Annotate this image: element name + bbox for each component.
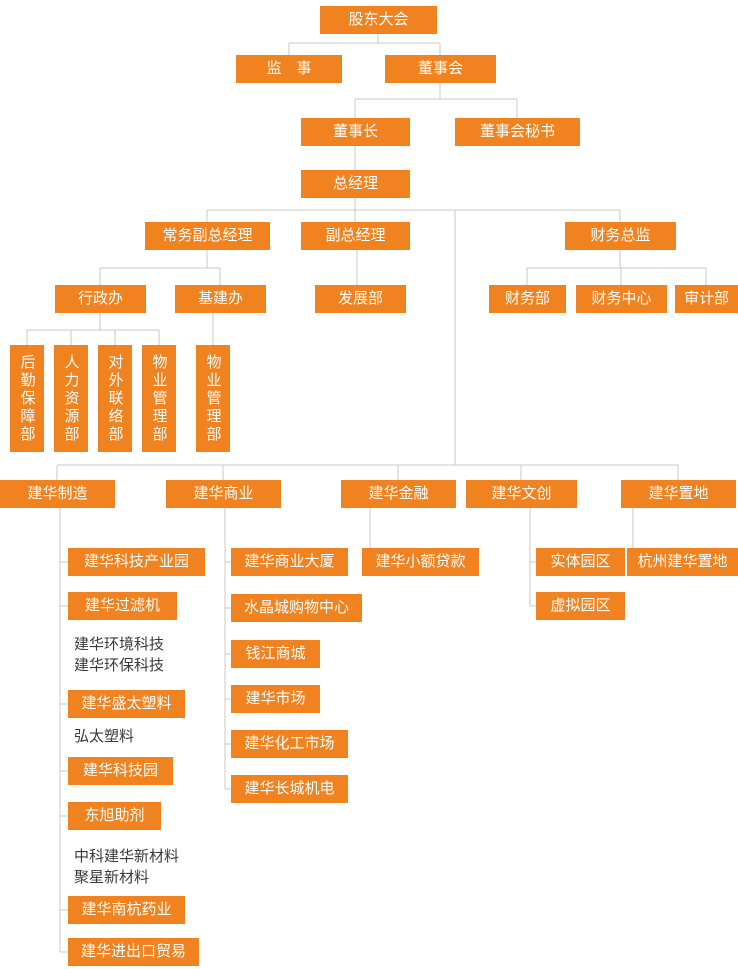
org-child-node: 建华科技产业园 bbox=[68, 548, 205, 576]
org-child-text: 中科建华新材料 bbox=[74, 848, 180, 865]
org-child-text: 建华环保科技 bbox=[74, 657, 165, 674]
node-external-liaison-dept: 对外联络部 bbox=[98, 345, 132, 452]
node-finance-center: 财务中心 bbox=[576, 285, 667, 313]
node-supervisor: 监 事 bbox=[236, 55, 342, 83]
node-division-manufacturing: 建华制造 bbox=[0, 480, 115, 508]
org-child-node: 建华化工市场 bbox=[231, 730, 348, 758]
node-infrastructure-office: 基建办 bbox=[175, 285, 266, 313]
node-board-secretary: 董事会秘书 bbox=[455, 118, 580, 146]
node-label: 后勤保障部 bbox=[18, 353, 36, 444]
org-child-node: 建华小额贷款 bbox=[362, 548, 479, 576]
node-division-finance: 建华金融 bbox=[341, 480, 456, 508]
org-child-node: 建华过滤机 bbox=[68, 592, 177, 620]
node-executive-deputy-gm: 常务副总经理 bbox=[145, 222, 270, 250]
node-division-commerce: 建华商业 bbox=[166, 480, 281, 508]
node-finance-dept: 财务部 bbox=[489, 285, 566, 313]
org-child-node: 建华商业大厦 bbox=[231, 548, 348, 576]
org-child-text: 弘太塑料 bbox=[74, 728, 135, 745]
node-chairman: 董事长 bbox=[301, 118, 410, 146]
node-logistics-support-dept: 后勤保障部 bbox=[10, 345, 44, 452]
node-label: 人力资源部 bbox=[62, 353, 80, 444]
org-child-text: 建华环境科技 bbox=[74, 636, 165, 653]
node-development-dept: 发展部 bbox=[315, 285, 406, 313]
node-general-manager: 总经理 bbox=[301, 170, 410, 198]
org-child-node: 建华盛太塑料 bbox=[68, 690, 185, 718]
node-admin-office: 行政办 bbox=[55, 285, 146, 313]
node-property-mgmt-dept-1: 物业管理部 bbox=[142, 345, 176, 452]
org-child-node: 杭州建华置地 bbox=[627, 548, 738, 576]
node-division-cultural: 建华文创 bbox=[466, 480, 577, 508]
org-child-node: 建华进出口贸易 bbox=[68, 938, 199, 966]
node-hr-dept: 人力资源部 bbox=[54, 345, 88, 452]
org-child-node: 实体园区 bbox=[536, 548, 625, 576]
node-audit-dept: 审计部 bbox=[675, 285, 738, 313]
org-child-node: 建华南杭药业 bbox=[68, 896, 185, 924]
org-child-text: 聚星新材料 bbox=[74, 869, 150, 886]
org-child-node: 钱江商城 bbox=[231, 640, 320, 668]
node-label: 对外联络部 bbox=[106, 353, 124, 444]
node-division-realestate: 建华置地 bbox=[621, 480, 736, 508]
org-child-node: 东旭助剂 bbox=[68, 802, 161, 830]
node-deputy-gm: 副总经理 bbox=[301, 222, 410, 250]
node-label: 物业管理部 bbox=[204, 353, 222, 444]
node-label: 物业管理部 bbox=[150, 353, 168, 444]
node-finance-director: 财务总监 bbox=[565, 222, 676, 250]
org-child-node: 建华科技园 bbox=[68, 757, 173, 785]
node-board-of-directors: 董事会 bbox=[385, 55, 496, 83]
node-shareholders-meeting: 股东大会 bbox=[320, 6, 437, 34]
org-child-node: 虚拟园区 bbox=[536, 592, 625, 620]
org-child-node: 水晶城购物中心 bbox=[231, 594, 362, 622]
node-property-mgmt-dept-2: 物业管理部 bbox=[196, 345, 230, 452]
org-child-node: 建华市场 bbox=[231, 685, 320, 713]
org-child-node: 建华长城机电 bbox=[231, 775, 348, 803]
